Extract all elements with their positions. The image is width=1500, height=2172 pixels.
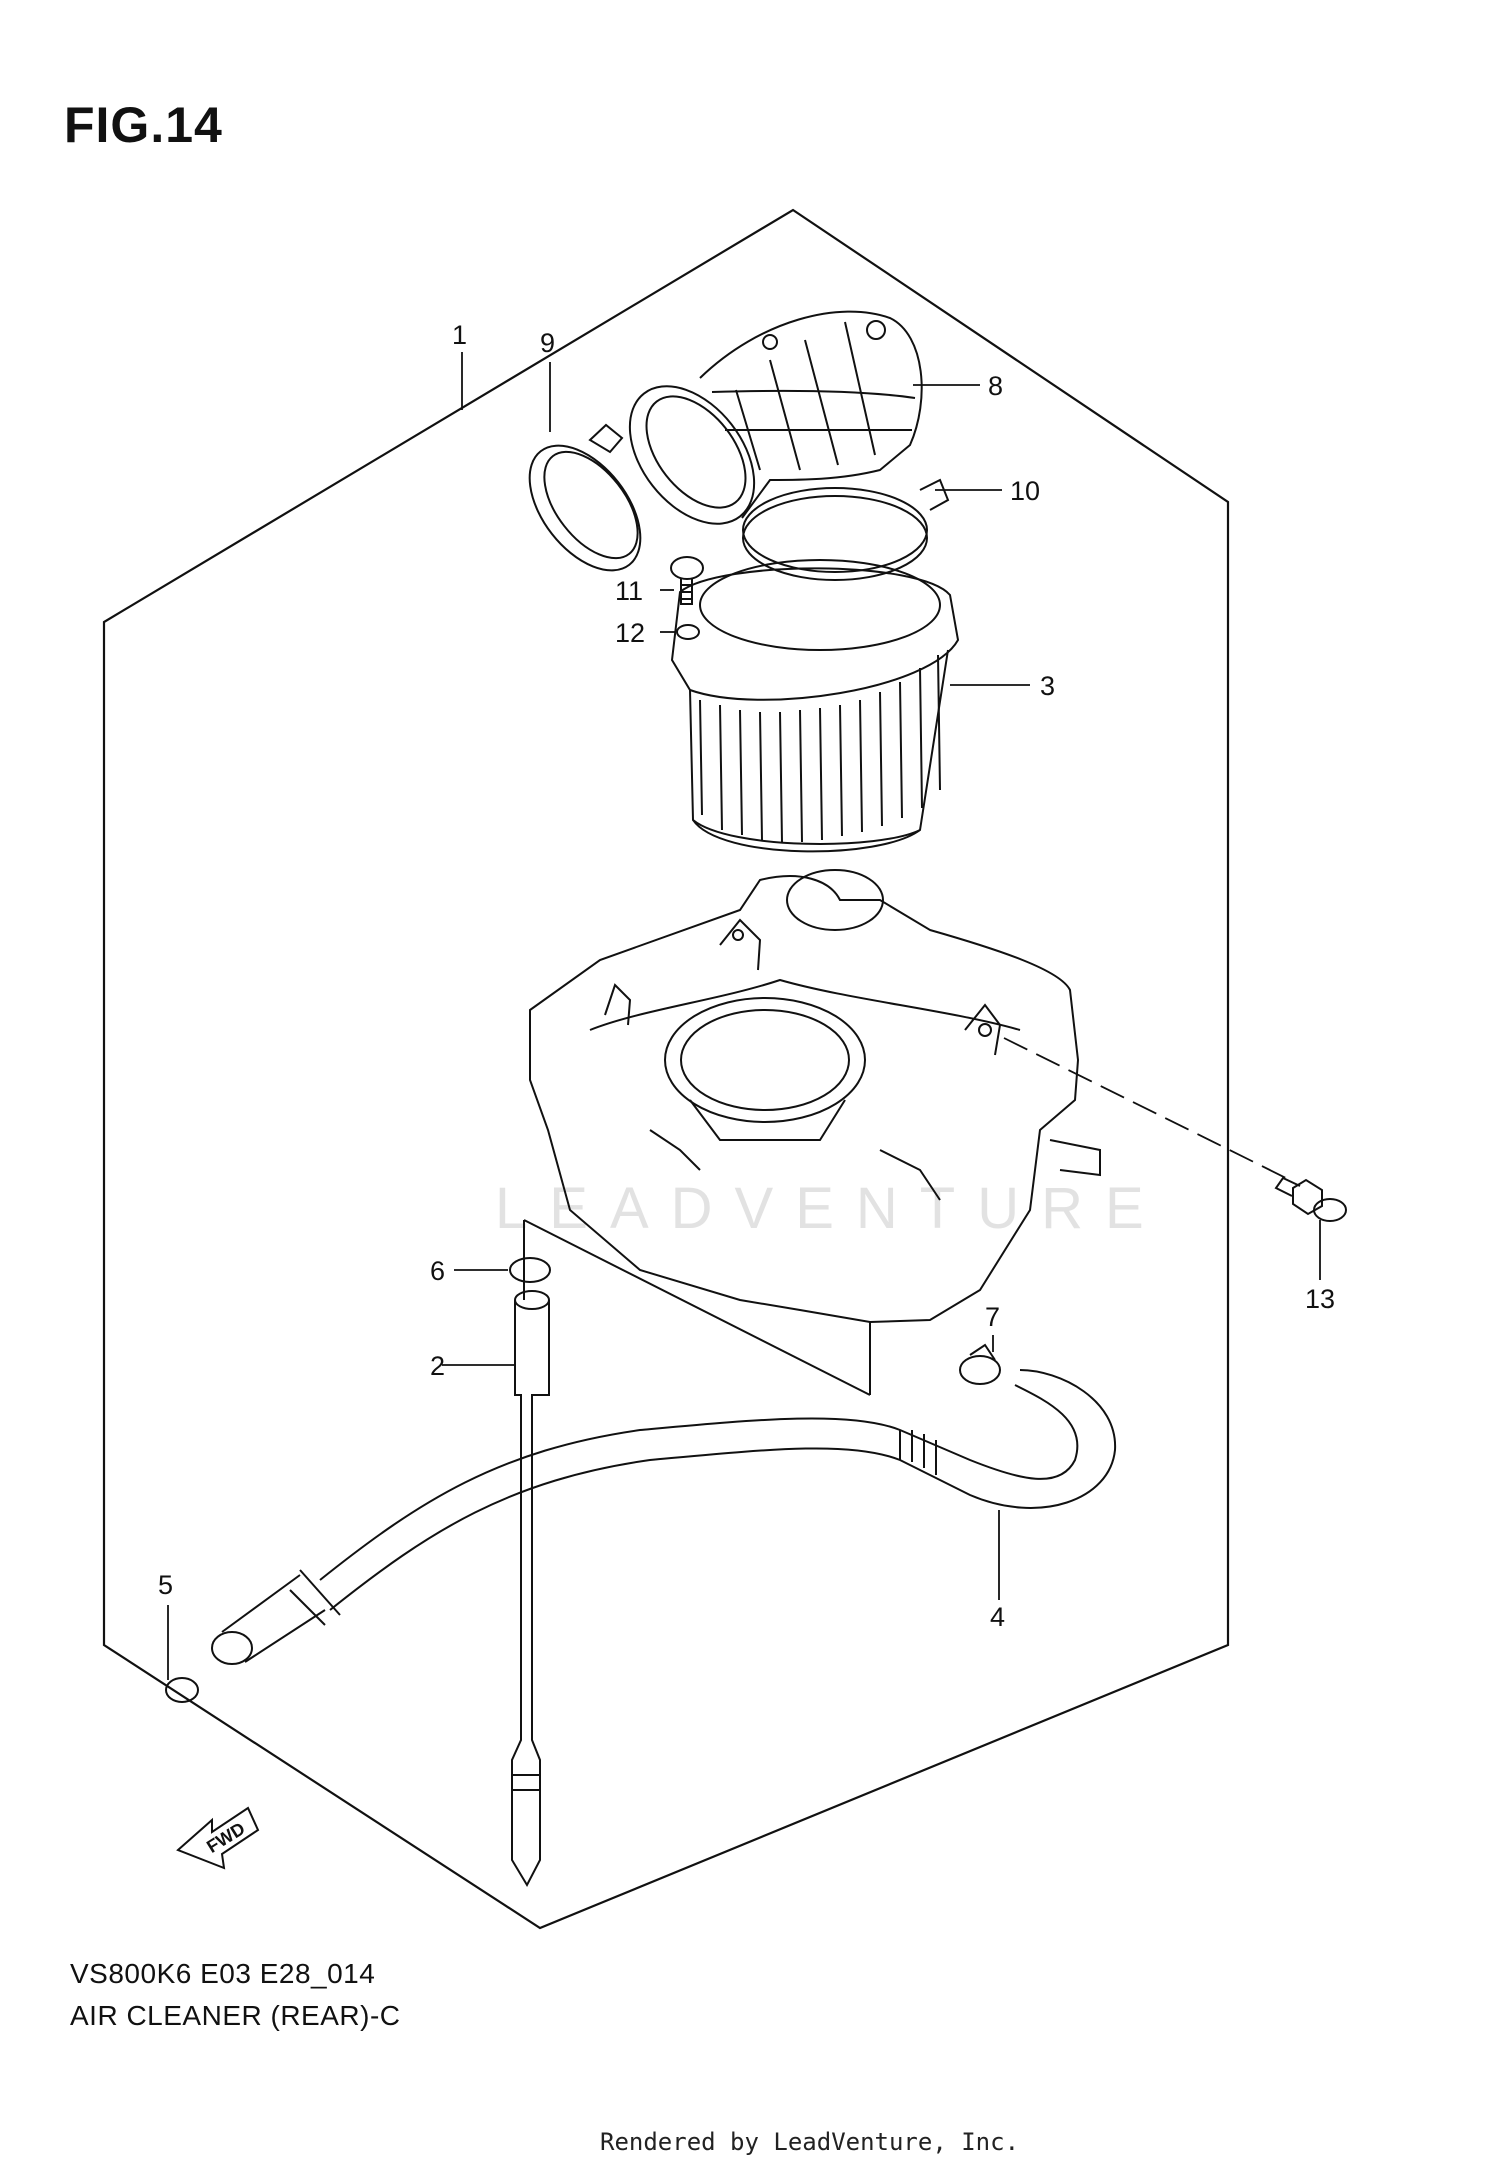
- callout-10: 10: [1010, 476, 1040, 506]
- diagram-caption: AIR CLEANER (REAR)-C: [70, 2000, 401, 2031]
- diagram-code: VS800K6 E03 E28_014: [70, 1958, 376, 1989]
- callout-1: 1: [452, 320, 467, 350]
- callout-9: 9: [540, 328, 555, 358]
- hose-clamp-part-7: [959, 1343, 1001, 1385]
- leader-13-dash: [1003, 1037, 1291, 1181]
- breather-hose-part-4: [211, 1369, 1117, 1665]
- forward-arrow: FWD: [176, 1806, 260, 1870]
- clip-part-6: [509, 1257, 551, 1283]
- callout-12: 12: [615, 618, 645, 648]
- callout-11: 11: [615, 576, 643, 606]
- callout-5: 5: [158, 1570, 173, 1600]
- washer-part-12: [676, 624, 700, 640]
- callout-4: 4: [990, 1602, 1005, 1632]
- watermark: LEADVENTURE: [495, 1176, 1166, 1241]
- case-drain-bracket: [523, 1219, 871, 1396]
- figure-title: FIG.14: [64, 97, 223, 153]
- air-cleaner-case: [529, 869, 1101, 1324]
- intake-duct-part-8: [628, 310, 923, 525]
- bolt-part-13: [1274, 1176, 1347, 1222]
- band-clamp-part-10: [742, 478, 950, 581]
- callout-13: 13: [1305, 1284, 1335, 1314]
- leader-lines: [167, 352, 1321, 1680]
- filter-element-part-3: [670, 559, 960, 853]
- screw-part-11: [670, 556, 704, 605]
- callout-8: 8: [988, 371, 1003, 401]
- callout-7: 7: [985, 1302, 1000, 1332]
- callout-numbers: 1 2 3 4 5 6 7 8 9 10 11 12 13: [158, 320, 1335, 1632]
- clip-part-5: [165, 1677, 199, 1703]
- callout-3: 3: [1040, 671, 1055, 701]
- callout-6: 6: [430, 1256, 445, 1286]
- clamp-part-9: [528, 423, 642, 572]
- assembly-outline: [102, 208, 1230, 1930]
- drain-tube-part-2: [511, 1290, 550, 1888]
- callout-2: 2: [430, 1351, 445, 1381]
- rendered-by-credit: Rendered by LeadVenture, Inc.: [600, 2128, 1020, 2156]
